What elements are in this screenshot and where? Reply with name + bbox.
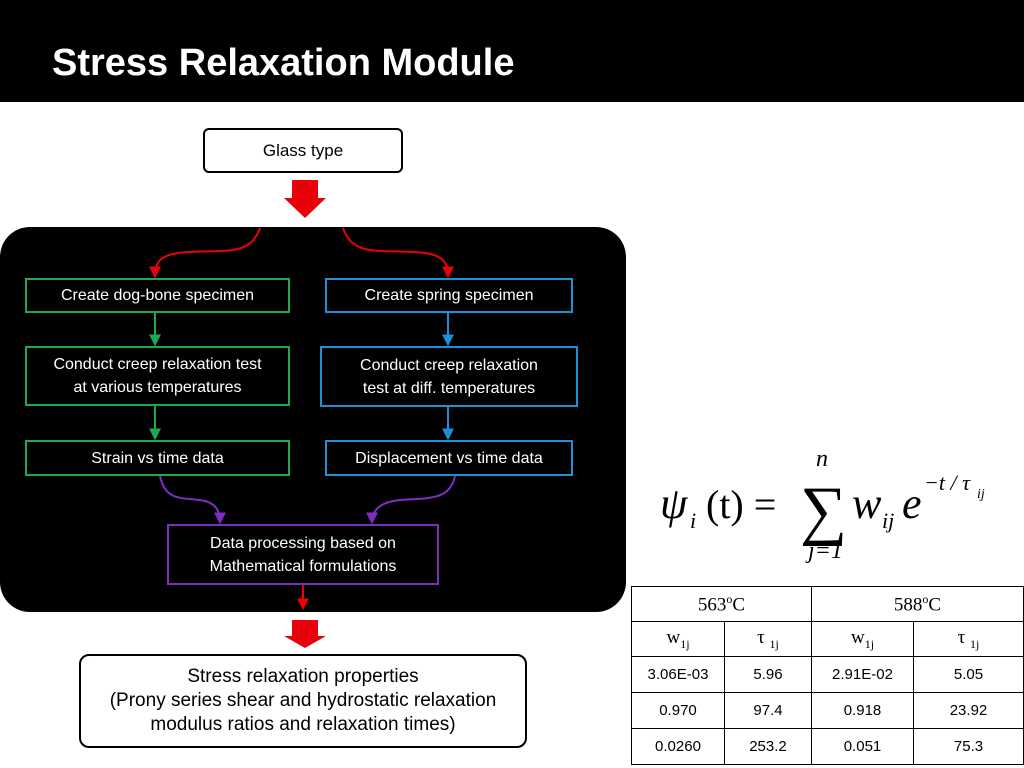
spring-specimen-box: Create spring specimen <box>325 278 573 313</box>
col-header-w-588: w1j <box>811 621 914 657</box>
temp-header-588: 588oC <box>811 586 1024 622</box>
prony-series-formula: ψ i (t) = ∑ n j=1 w ij e −t / τ ij <box>660 446 985 564</box>
down-block-arrow-bottom <box>284 620 326 648</box>
table-row: 0.970 97.4 0.918 23.92 <box>631 692 1024 729</box>
creep-test-right-box: Conduct creep relaxation test at diff. t… <box>320 346 578 407</box>
table-cell: 75.3 <box>913 728 1024 765</box>
sum-symbol: ∑ <box>800 474 847 547</box>
temp-header-563: 563oC <box>631 586 812 622</box>
down-block-arrow-top <box>284 180 326 218</box>
table-cell: 0.051 <box>811 728 914 765</box>
table-cell: 2.91E-02 <box>811 656 914 693</box>
table-row: 0.0260 253.2 0.051 75.3 <box>631 728 1024 765</box>
exp-base: e <box>902 479 922 528</box>
output-properties-box: Stress relaxation properties (Prony seri… <box>79 654 527 748</box>
creep-test-left-box: Conduct creep relaxation test at various… <box>25 346 290 406</box>
col-header-tau-563: τ 1j <box>724 621 812 657</box>
psi-subscript: i <box>690 508 696 533</box>
table-cell: 5.96 <box>724 656 812 693</box>
table-row: 3.06E-03 5.96 2.91E-02 5.05 <box>631 656 1024 693</box>
displacement-data-box: Displacement vs time data <box>325 440 573 476</box>
column-header-row: w1j τ 1j w1j τ 1j <box>631 621 1024 657</box>
weight-subscript: ij <box>882 508 894 533</box>
table-cell: 3.06E-03 <box>631 656 725 693</box>
table-cell: 0.0260 <box>631 728 725 765</box>
table-cell: 0.970 <box>631 692 725 729</box>
table-cell: 5.05 <box>913 656 1024 693</box>
col-header-tau-588: τ 1j <box>913 621 1024 657</box>
sum-upper-limit: n <box>816 446 828 472</box>
table-cell: 23.92 <box>913 692 1024 729</box>
exponent: −t / τ <box>924 470 971 495</box>
table-cell: 97.4 <box>724 692 812 729</box>
strain-data-box: Strain vs time data <box>25 440 290 476</box>
glass-type-box: Glass type <box>203 128 403 173</box>
data-processing-box: Data processing based on Mathematical fo… <box>167 524 439 585</box>
title-bar: Stress Relaxation Module <box>0 0 1024 102</box>
page-title: Stress Relaxation Module <box>52 42 515 84</box>
psi-symbol: ψ <box>660 479 688 528</box>
weight-term: w <box>852 479 882 528</box>
col-header-w-563: w1j <box>631 621 725 657</box>
time-argument: (t) = <box>706 482 776 527</box>
temperature-header-row: 563oC 588oC <box>631 586 1024 622</box>
dog-bone-specimen-box: Create dog-bone specimen <box>25 278 290 313</box>
sum-lower-limit: j=1 <box>805 538 843 564</box>
prony-parameters-table: 563oC 588oC w1j τ 1j w1j τ 1j 3.06E-03 5… <box>631 586 1024 765</box>
exponent-subscript: ij <box>977 487 985 502</box>
table-cell: 0.918 <box>811 692 914 729</box>
table-cell: 253.2 <box>724 728 812 765</box>
